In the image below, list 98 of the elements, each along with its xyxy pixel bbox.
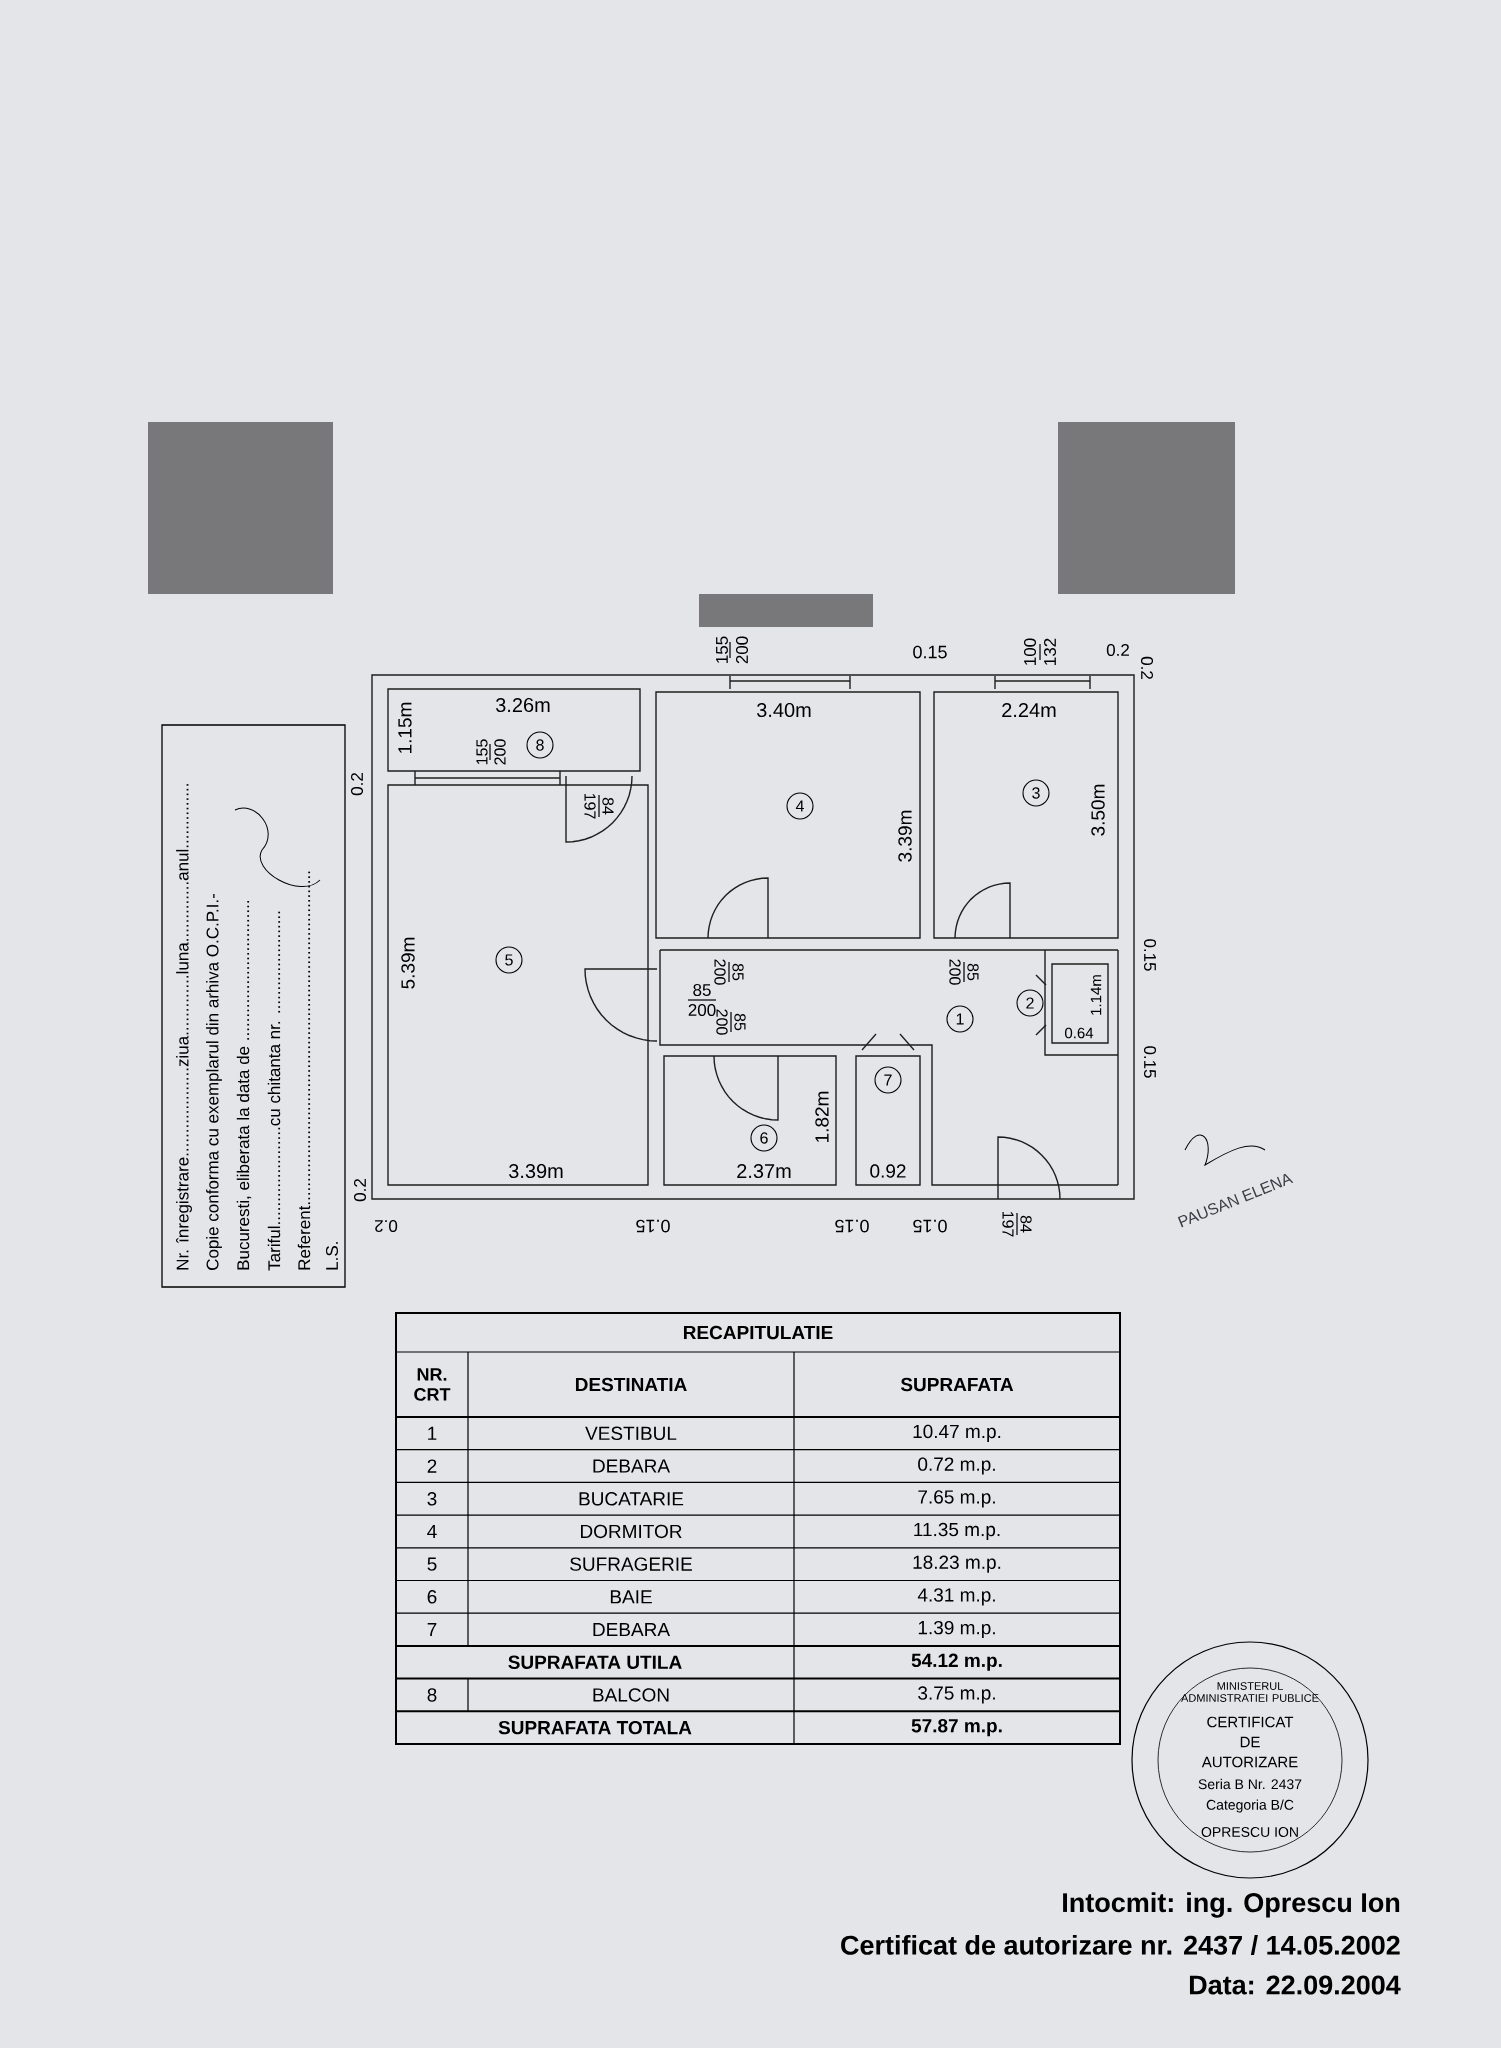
dimension-label: 0.15 <box>636 1219 670 1233</box>
dimension-label: 3.40m <box>757 702 811 718</box>
dimension-label: 3.50m <box>1091 784 1105 836</box>
dimension-label: 0.64 <box>1065 1027 1094 1039</box>
stamp-text: Categoria B/C <box>1206 1799 1294 1813</box>
room-number: 3 <box>1022 779 1050 807</box>
table-cell: 5 <box>427 1557 437 1571</box>
table-cell: DEBARA <box>593 1623 670 1637</box>
room-number: 7 <box>874 1066 902 1094</box>
table-cell: 6 <box>427 1590 437 1604</box>
table-cell: 10.47 m.p. <box>913 1424 1001 1442</box>
dimension-label: 85 <box>693 984 711 997</box>
dimension-label: 0.15 <box>913 1219 947 1233</box>
column-header: NR. CRT <box>414 1368 451 1401</box>
table-cell: VESTIBUL <box>585 1426 677 1441</box>
certificate-line: Certificat de autorizare nr. 2437 / 14.05.2002 <box>841 1934 1400 1956</box>
dimension-label: 155 <box>476 739 488 765</box>
dimension-label: 0.2 <box>354 1179 367 1202</box>
dimension-label: 200 <box>736 636 749 664</box>
room-number: 4 <box>786 792 814 820</box>
total-cell: SUPRAFATA UTILA <box>508 1655 682 1669</box>
room-number: 5 <box>495 946 523 974</box>
table-cell: 8 <box>427 1688 437 1702</box>
table-cell: 3.75 m.p. <box>918 1686 995 1704</box>
dimension-label: 2.37m <box>737 1163 791 1179</box>
column-header: DESTINATIA <box>576 1377 687 1392</box>
table-cell: 2 <box>427 1459 437 1473</box>
form-line: Tariful.....................cu chitanta nr. ...................... <box>267 911 281 1271</box>
date-line: Data: 22.09.2004 <box>1189 1975 1401 1995</box>
dimension-label: 84 <box>602 797 614 815</box>
form-line: Nr. înregistrare...................ziua.............luna.............anul.............. <box>176 784 192 1270</box>
dimension-label: 200 <box>714 959 726 985</box>
table-cell: DEBARA <box>593 1459 670 1473</box>
dimension-label: 0.15 <box>1144 1046 1156 1078</box>
dimension-label: 5.39m <box>401 937 415 989</box>
dimension-label: 200 <box>716 1009 728 1035</box>
dimension-label: 2.24m <box>1002 703 1056 717</box>
dimension-label: 200 <box>688 1004 716 1017</box>
dimension-label: 3.39m <box>898 810 912 862</box>
dimension-label: 84 <box>1020 1215 1032 1233</box>
total-cell: 57.87 m.p. <box>911 1719 1002 1737</box>
stamp-text: AUTORIZARE <box>1201 1756 1298 1768</box>
form-line: Referent....................................................................... <box>297 871 311 1270</box>
form-line: Bucuresti, eliberata la data de .............................. <box>236 901 252 1270</box>
dimension-label: 200 <box>494 739 506 765</box>
dimension-label: 1.82m <box>815 1091 829 1142</box>
dimension-label: 85 <box>967 963 979 981</box>
dimension-label: 200 <box>949 959 961 985</box>
room-number: 1 <box>946 1005 974 1033</box>
table-cell: 7.65 m.p. <box>918 1490 995 1508</box>
dimension-label: 100 <box>1024 638 1037 665</box>
table-cell: 11.35 m.p. <box>914 1522 1000 1540</box>
dimension-label: 0.92 <box>870 1164 906 1178</box>
dimension-label: 0.2 <box>1106 644 1129 657</box>
column-header: SUPRAFATA <box>900 1377 1014 1392</box>
table-cell: BUCATARIE <box>579 1492 684 1506</box>
dimension-label: 0.15 <box>1144 939 1156 971</box>
dimension-label: 197 <box>584 793 596 819</box>
dimension-label: 0.15 <box>835 1219 869 1233</box>
table-cell: 4.31 m.p. <box>917 1588 995 1606</box>
dimension-label: 0.2 <box>375 1220 398 1233</box>
form-line: Copie conforma cu exemplarul din arhiva O.C.P.I.- <box>206 893 222 1270</box>
table-cell: SUFRAGERIE <box>570 1557 692 1571</box>
table-cell: 1 <box>428 1426 437 1440</box>
dimension-label: 85 <box>734 1013 746 1031</box>
dimension-label: 197 <box>1002 1211 1014 1237</box>
table-cell: 3 <box>427 1492 437 1506</box>
room-number: 2 <box>1016 989 1044 1017</box>
form-line: L.S. <box>326 1242 339 1270</box>
dimension-label: 1.14m <box>1090 975 1102 1015</box>
total-cell: 54.12 m.p. <box>911 1653 1002 1671</box>
dimension-label: 85 <box>732 963 744 981</box>
room-number: 8 <box>526 731 554 759</box>
dimension-label: 3.26m <box>496 697 550 713</box>
table-cell: 7 <box>427 1623 437 1637</box>
table-cell: DORMITOR <box>581 1524 682 1539</box>
table-cell: 18.23 m.p. <box>913 1555 1001 1573</box>
table-cell: BALCON <box>593 1688 669 1702</box>
table-cell: BAIE <box>610 1590 652 1604</box>
room-number: 6 <box>750 1124 778 1152</box>
author-line: Intocmit: ing. Oprescu Ion <box>1063 1892 1400 1918</box>
table-cell: 1.39 m.p. <box>918 1620 995 1639</box>
dimension-label: 0.15 <box>913 645 947 659</box>
stamp-text: DE <box>1240 1736 1260 1748</box>
dimension-label: 132 <box>1044 638 1057 665</box>
dimension-label: 0.2 <box>1141 656 1153 679</box>
dimension-label: 155 <box>716 636 728 663</box>
stamp-text: OPRESCU ION <box>1201 1827 1298 1837</box>
table-title: RECAPITULATIE <box>684 1325 833 1340</box>
table-cell: 4 <box>427 1524 437 1538</box>
stamp-text: CERTIFICAT <box>1207 1716 1294 1728</box>
total-cell: SUPRAFATA TOTALA <box>498 1720 692 1735</box>
dimension-label: 0.2 <box>351 773 364 796</box>
table-cell: 0.72 m.p. <box>918 1457 995 1475</box>
stamp-text: Seria B Nr. 2437 <box>1198 1778 1302 1790</box>
stamp-ring-text: MINISTERUL ADMINISTRATIEI PUBLICE <box>1181 1682 1319 1702</box>
dimension-label: 3.39m <box>509 1163 563 1179</box>
dimension-label: 1.15m <box>398 702 412 753</box>
